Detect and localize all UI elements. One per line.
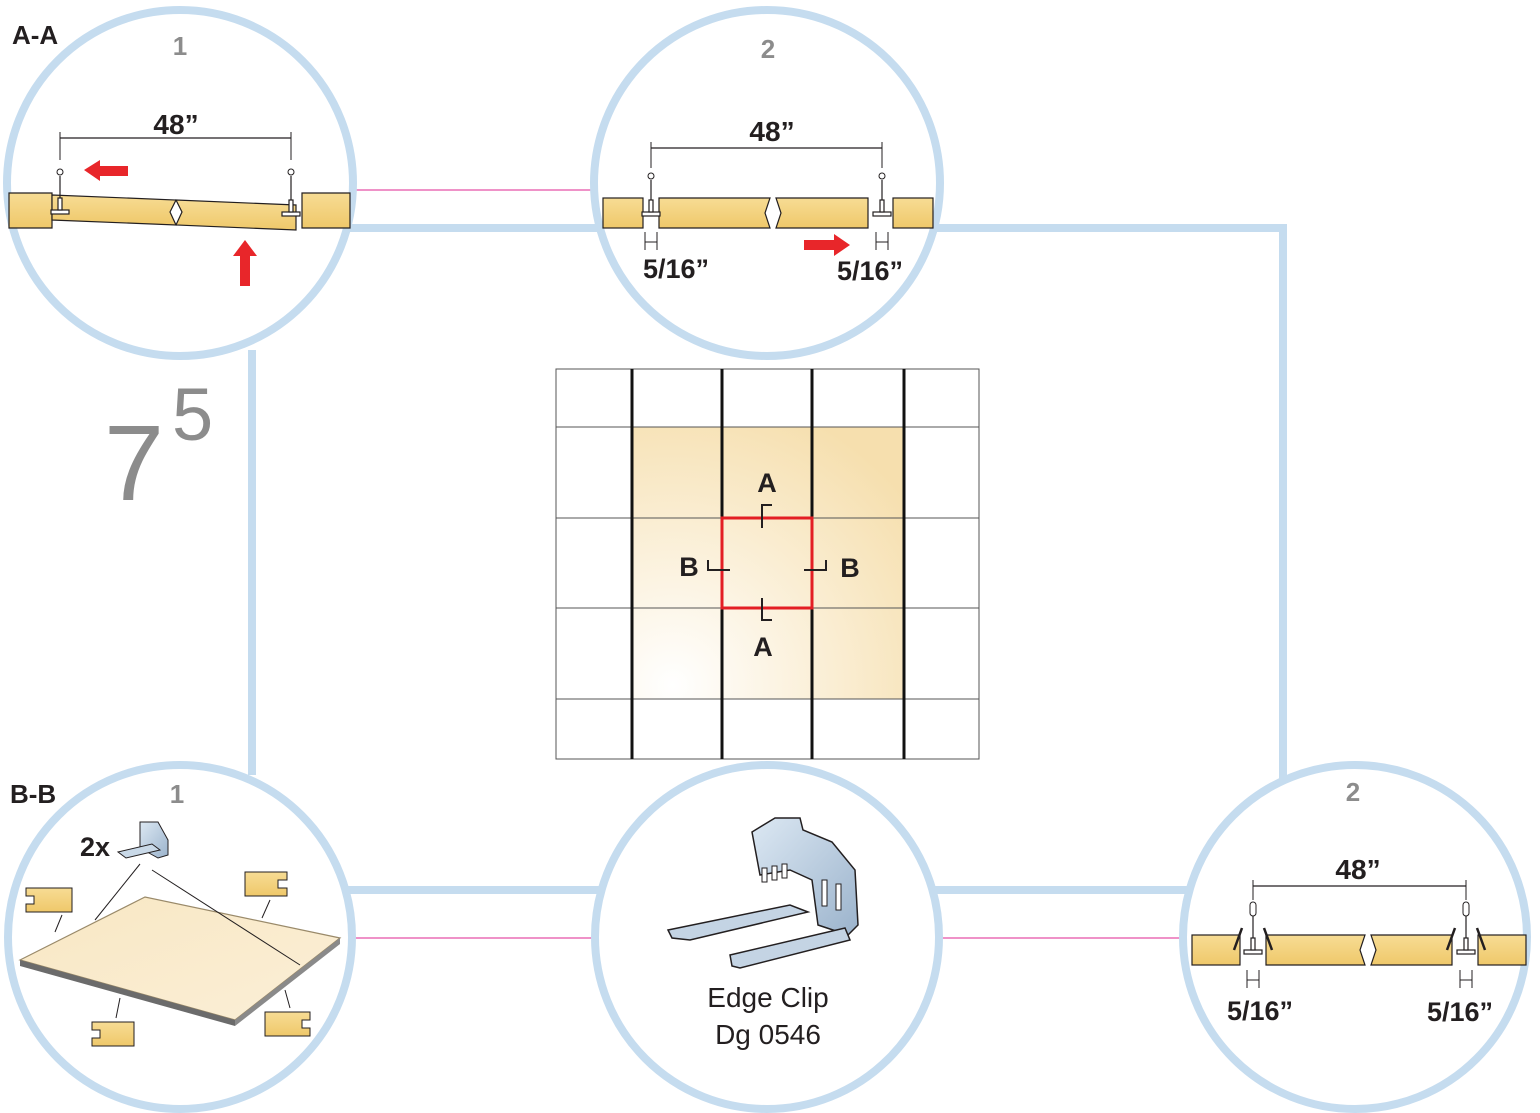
detail-bb-2-gap-right: 5/16” (1427, 997, 1493, 1027)
plan-label-b-right: B (840, 553, 860, 583)
detail-aa-1 (8, 132, 351, 286)
arrow-right-icon (804, 234, 850, 256)
detail-aa-1-number: 1 (173, 31, 187, 61)
detail-aa-2-gap-left: 5/16” (643, 254, 709, 284)
detail-aa-1-width: 48” (153, 109, 198, 140)
detail-bb-1-number: 1 (170, 779, 184, 809)
section-aa-label: A-A (12, 20, 58, 50)
detail-aa-2-width: 48” (749, 116, 794, 147)
detail-bb-2 (1191, 880, 1527, 988)
step-number: 7 5 (104, 373, 213, 523)
detail-bb-2-width: 48” (1335, 854, 1380, 885)
arrow-left-icon (84, 160, 128, 181)
detail-aa-2-gap-right: 5/16” (837, 256, 903, 286)
detail-bb-2-gap-left: 5/16” (1227, 996, 1293, 1026)
edge-clip-icon (666, 817, 859, 969)
detail-aa-2 (602, 142, 934, 256)
section-bb-label: B-B (10, 779, 56, 809)
clip-quantity: 2x (80, 832, 110, 862)
plan-label-a-bottom: A (753, 632, 773, 662)
clip-code: Dg 0546 (715, 1019, 821, 1050)
plan-label-a-top: A (757, 468, 777, 498)
clip-name: Edge Clip (707, 982, 828, 1013)
ceiling-plan (555, 368, 980, 760)
step-sup: 5 (172, 373, 213, 456)
detail-bb-1 (18, 821, 342, 1047)
leader-lines (350, 189, 1190, 939)
arrow-up-icon (233, 240, 257, 286)
step-main: 7 (104, 402, 164, 523)
detail-aa-2-number: 2 (761, 34, 775, 64)
small-clip-icon (116, 821, 169, 859)
section-highlight (720, 516, 814, 610)
detail-bb-2-number: 2 (1346, 777, 1360, 807)
plan-label-b-left: B (679, 552, 699, 582)
